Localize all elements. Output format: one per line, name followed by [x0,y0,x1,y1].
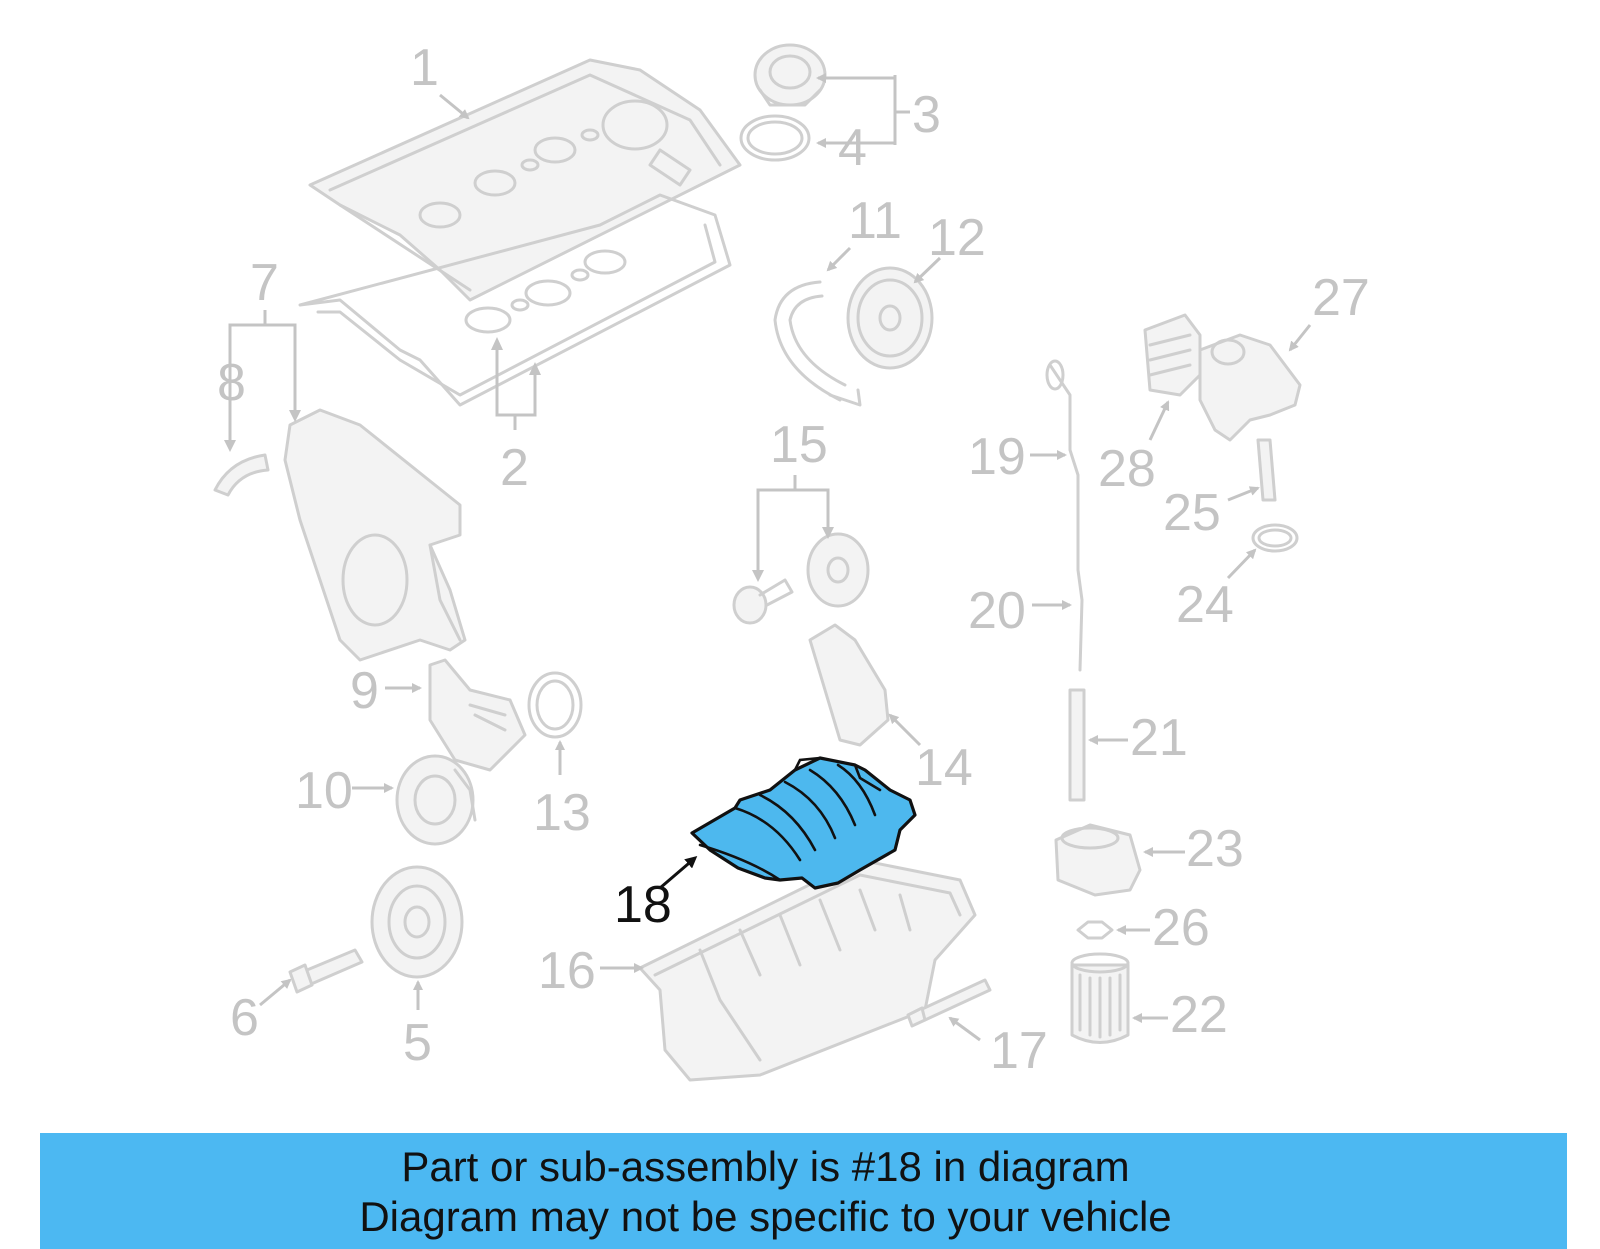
crank-gear-part [527,671,583,739]
callout-11: 11 [848,192,902,250]
engine-bracket-part [808,623,890,747]
oil-pan-part [638,858,977,1082]
valve-cover-gasket-part [298,193,732,407]
callout-14: 14 [915,739,973,797]
callout-numbers: 1 2 3 4 5 6 7 8 9 10 11 12 13 14 15 16 1… [217,39,1370,1080]
callout-25: 25 [1163,484,1221,542]
callout-3: 3 [912,86,941,144]
callout-16: 16 [538,942,596,1000]
caption-part-number: Part or sub-assembly is #18 in diagram [401,1143,1130,1190]
callout-5: 5 [403,1014,432,1072]
caption-disclaimer: Diagram may not be specific to your vehi… [359,1193,1172,1240]
rear-timing-cover-part [428,658,527,772]
idler-bolt-part [732,578,794,625]
callout-26: 26 [1152,899,1210,957]
housing-seal-part [1251,523,1299,553]
oil-filter-part [1070,952,1130,1044]
callout-13: 13 [533,784,591,842]
oil-filter-housing-part [1054,823,1142,897]
callout-9: 9 [350,662,379,720]
idler-pulley-part [806,532,870,608]
sealant-tube-part [906,978,992,1028]
callout-20: 20 [968,582,1026,640]
oil-filler-seal-part [739,114,811,162]
callout-23: 23 [1186,820,1244,878]
callout-27: 27 [1312,269,1370,327]
callout-1: 1 [410,39,439,97]
callout-8: 8 [217,354,246,412]
filter-seal-part [1076,920,1114,940]
callout-19: 19 [968,428,1026,486]
timing-belt-cover-part [283,408,467,662]
dipstick-tube-part [1068,688,1086,802]
housing-stud-part [1256,438,1277,502]
pulley-bolt-part [288,948,364,994]
callout-10: 10 [295,762,353,820]
oil-dipstick-part [1045,359,1084,672]
camshaft-sprocket-part [846,266,934,370]
callout-4: 4 [838,119,867,177]
callout-24: 24 [1176,576,1234,634]
callout-28: 28 [1098,440,1156,498]
caption-banner: Part or sub-assembly is #18 in diagram D… [40,1133,1567,1249]
callout-12: 12 [928,209,986,267]
callout-21: 21 [1130,709,1188,767]
leader-lines [224,73,1312,1042]
callout-15: 15 [770,416,828,474]
valve-cover-part [308,58,742,302]
callout-22: 22 [1170,986,1228,1044]
windage-tray-highlighted-part [690,756,917,890]
callout-6: 6 [230,989,259,1047]
callout-18-highlighted: 18 [614,876,672,934]
crankshaft-pulley-part [370,865,464,979]
callout-17: 17 [990,1022,1048,1080]
oil-filler-cap-part [753,43,827,107]
oil-cooler-housing-part [1143,313,1302,442]
half-ring-part [213,453,270,497]
crank-sprocket-part [395,754,477,846]
callout-2: 2 [500,439,529,497]
timing-belt-part [773,280,862,407]
callout-7: 7 [250,254,279,312]
